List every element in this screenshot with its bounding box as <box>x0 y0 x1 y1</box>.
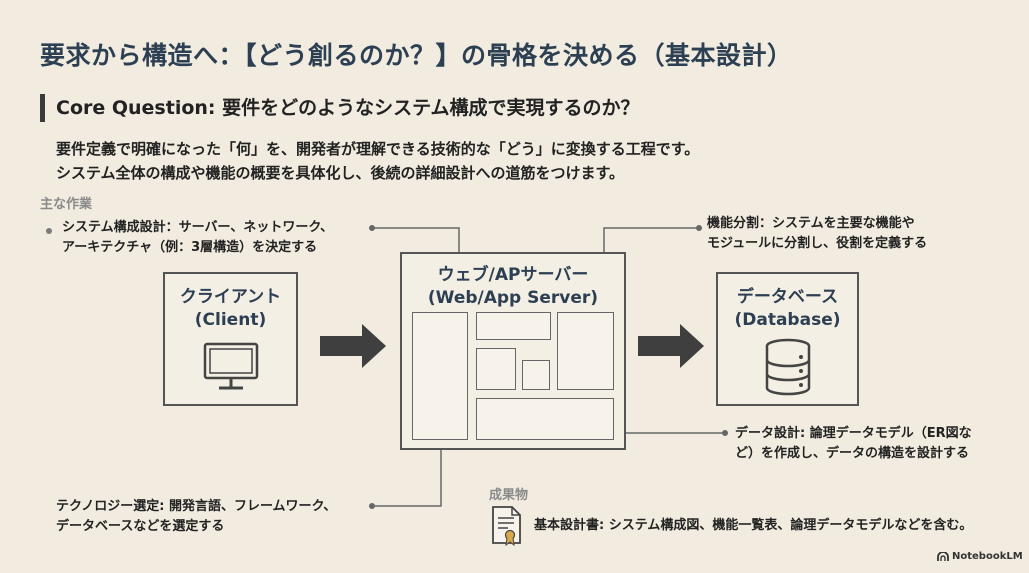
connector-dot-data-design <box>722 430 728 436</box>
connector-dot-tech-selection <box>369 503 375 509</box>
note-data-design-line-1: データ設計: 論理データモデル（ER図な <box>735 426 972 441</box>
note-tech-selection-line-2: データベースなどを選定する <box>56 519 225 534</box>
brand-name: NotebookLM <box>952 551 1023 562</box>
connector-tech-selection <box>372 432 442 507</box>
description-line-2: システム全体の構成や機能の概要を具体化し、後続の詳細設計への道筋をつけます。 <box>56 164 625 182</box>
bullet-dot <box>46 228 52 234</box>
client-subtitle: (Client) <box>194 310 267 330</box>
note-system-design-line-2: アーキテクチャ（例：3層構造）を決定する <box>62 240 318 255</box>
notebooklm-logo-icon <box>937 552 949 561</box>
deliverable-text: 基本設計書: システム構成図、機能一覧表、論理データモデルなどを含む。 <box>534 518 973 533</box>
server-module-block <box>476 312 551 340</box>
note-system-design-line-1: システム構成設計：サーバー、ネットワーク、 <box>62 220 334 235</box>
page-title: 要求から構造へ：【どう創るのか？】の骨格を決める（基本設計） <box>40 41 793 70</box>
core-question: Core Question: 要件をどのようなシステム構成で実現するのか？ <box>56 97 640 119</box>
deliverables-label: 成果物 <box>489 488 529 503</box>
server-title: ウェブ/APサーバー <box>437 265 589 285</box>
server-module-block <box>412 312 468 440</box>
note-tech-selection-line-1: テクノロジー選定: 開発言語、フレームワーク、 <box>56 499 337 514</box>
certificate-document-icon <box>492 506 521 547</box>
note-data-design-line-2: ど）を作成し、データの構造を設計する <box>735 446 970 461</box>
client-box: クライアント (Client) <box>163 272 298 406</box>
server-subtitle: (Web/App Server) <box>427 288 599 308</box>
server-module-block <box>476 398 614 440</box>
database-title: データベース <box>736 287 839 307</box>
database-icon <box>765 338 810 396</box>
server-module-block <box>557 312 614 390</box>
client-title: クライアント <box>179 287 282 307</box>
database-subtitle: (Database) <box>734 310 841 330</box>
note-function-split-line-1: 機能分割：システムを主要な機能や <box>707 216 915 231</box>
arrow-server-to-database-icon <box>638 324 704 368</box>
server-module-block <box>476 348 516 390</box>
connector-dot-function-split <box>696 225 702 231</box>
connector-dot-system-design <box>369 225 375 231</box>
server-module-block <box>522 360 550 390</box>
core-question-accent-bar <box>40 94 45 122</box>
note-function-split-line-2: モジュールに分割し、役割を定義する <box>707 236 928 251</box>
connector-system-design <box>372 227 460 255</box>
arrow-client-to-server-icon <box>320 324 386 368</box>
database-box: データベース (Database) <box>716 272 859 406</box>
monitor-icon <box>203 342 258 390</box>
main-tasks-label: 主な作業 <box>40 197 93 212</box>
description-line-1: 要件定義で明確になった「何」を、開発者が理解できる技術的な「どう」に変換する工程… <box>56 140 700 158</box>
